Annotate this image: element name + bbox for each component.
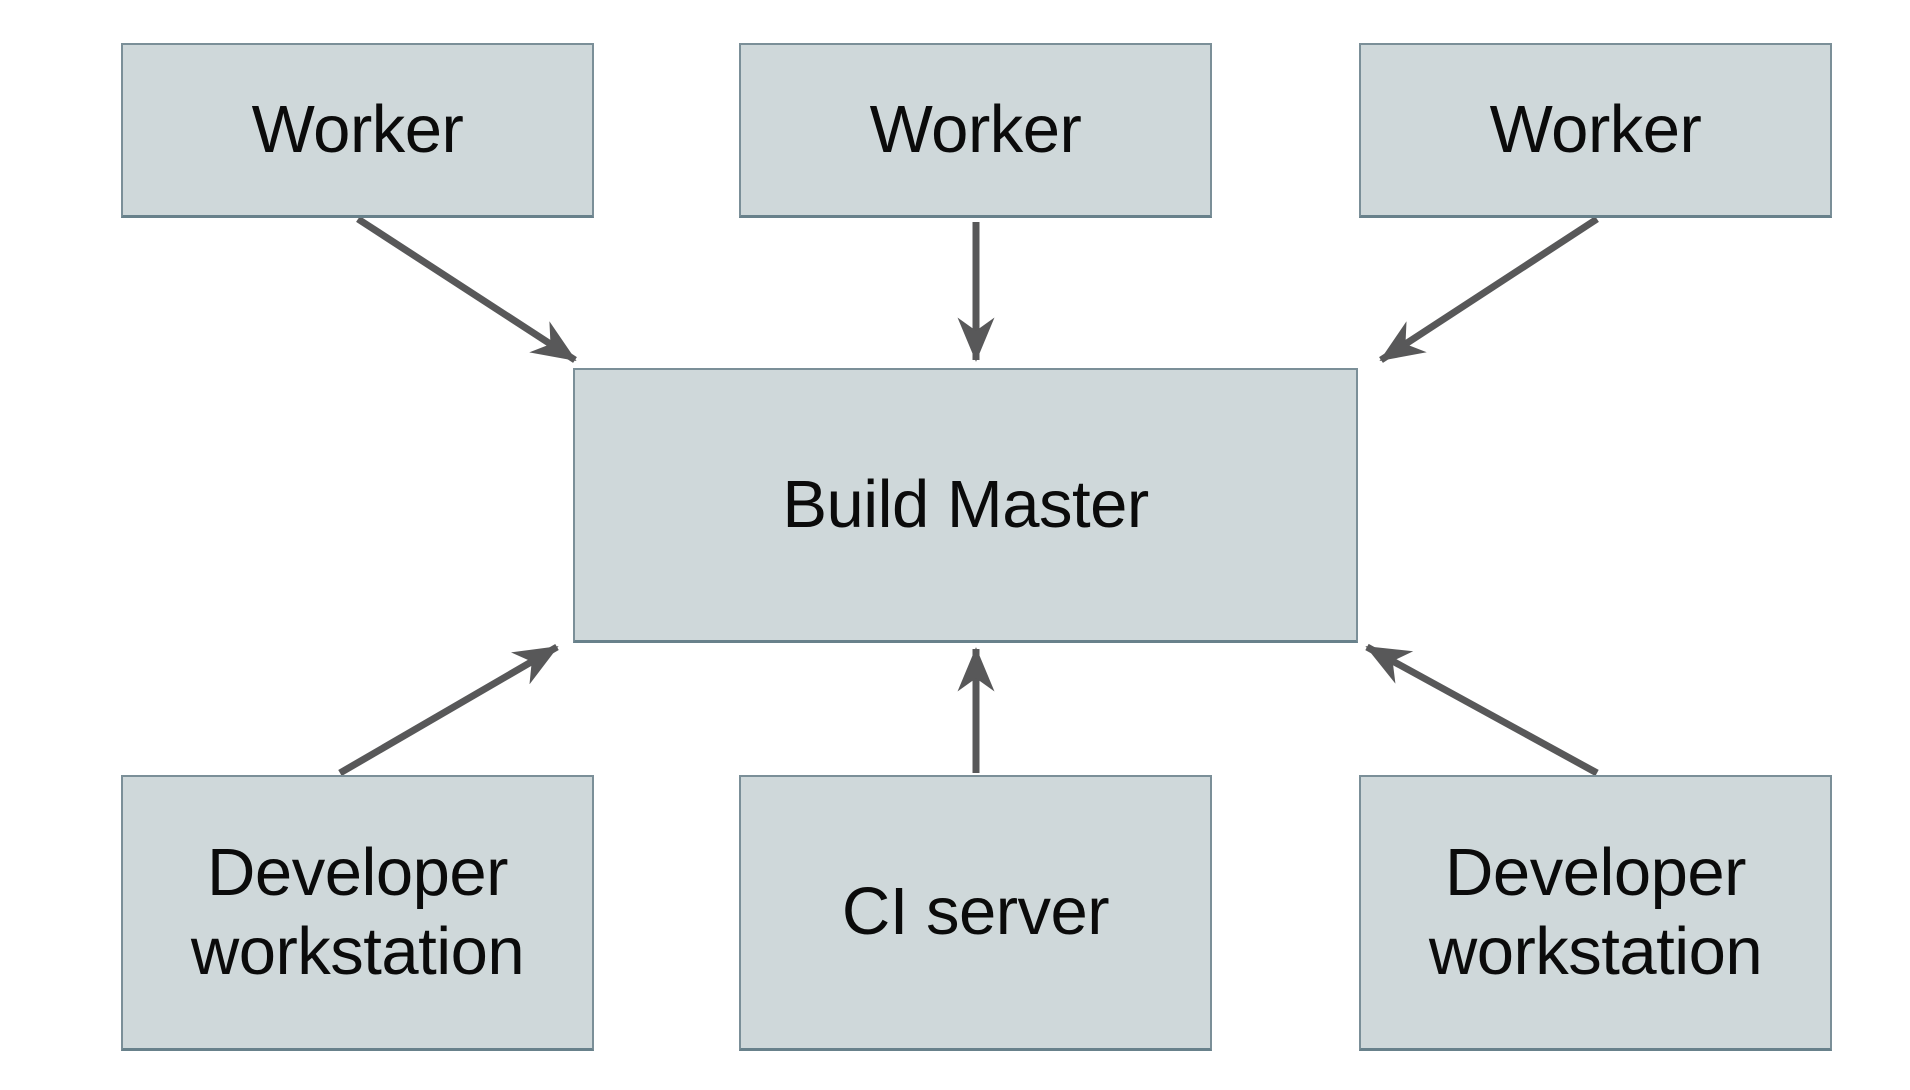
node-ci-server: CI server: [739, 775, 1212, 1051]
arrow-developer-workstation-right-to-build-master: [1365, 643, 1599, 777]
node-label-worker-2: Worker: [869, 91, 1082, 167]
node-label-build-master: Build Master: [782, 466, 1149, 542]
node-build-master: Build Master: [573, 368, 1358, 643]
arrow-developer-workstation-left-to-build-master: [338, 643, 559, 777]
node-worker-1: Worker: [121, 43, 594, 218]
node-worker-2: Worker: [739, 43, 1212, 218]
node-label-worker-1: Worker: [251, 91, 464, 167]
node-developer-workstation-left: Developer workstation: [121, 775, 594, 1051]
node-label-ci-server: CI server: [841, 874, 1110, 950]
node-developer-workstation-right: Developer workstation: [1359, 775, 1832, 1051]
node-worker-3: Worker: [1359, 43, 1832, 218]
node-label-developer-workstation-left: Developer workstation: [190, 835, 525, 989]
node-label-developer-workstation-right: Developer workstation: [1428, 835, 1763, 989]
arrow-worker-1-to-build-master: [356, 216, 577, 363]
arrow-worker-3-to-build-master: [1379, 216, 1599, 363]
node-label-worker-3: Worker: [1489, 91, 1702, 167]
